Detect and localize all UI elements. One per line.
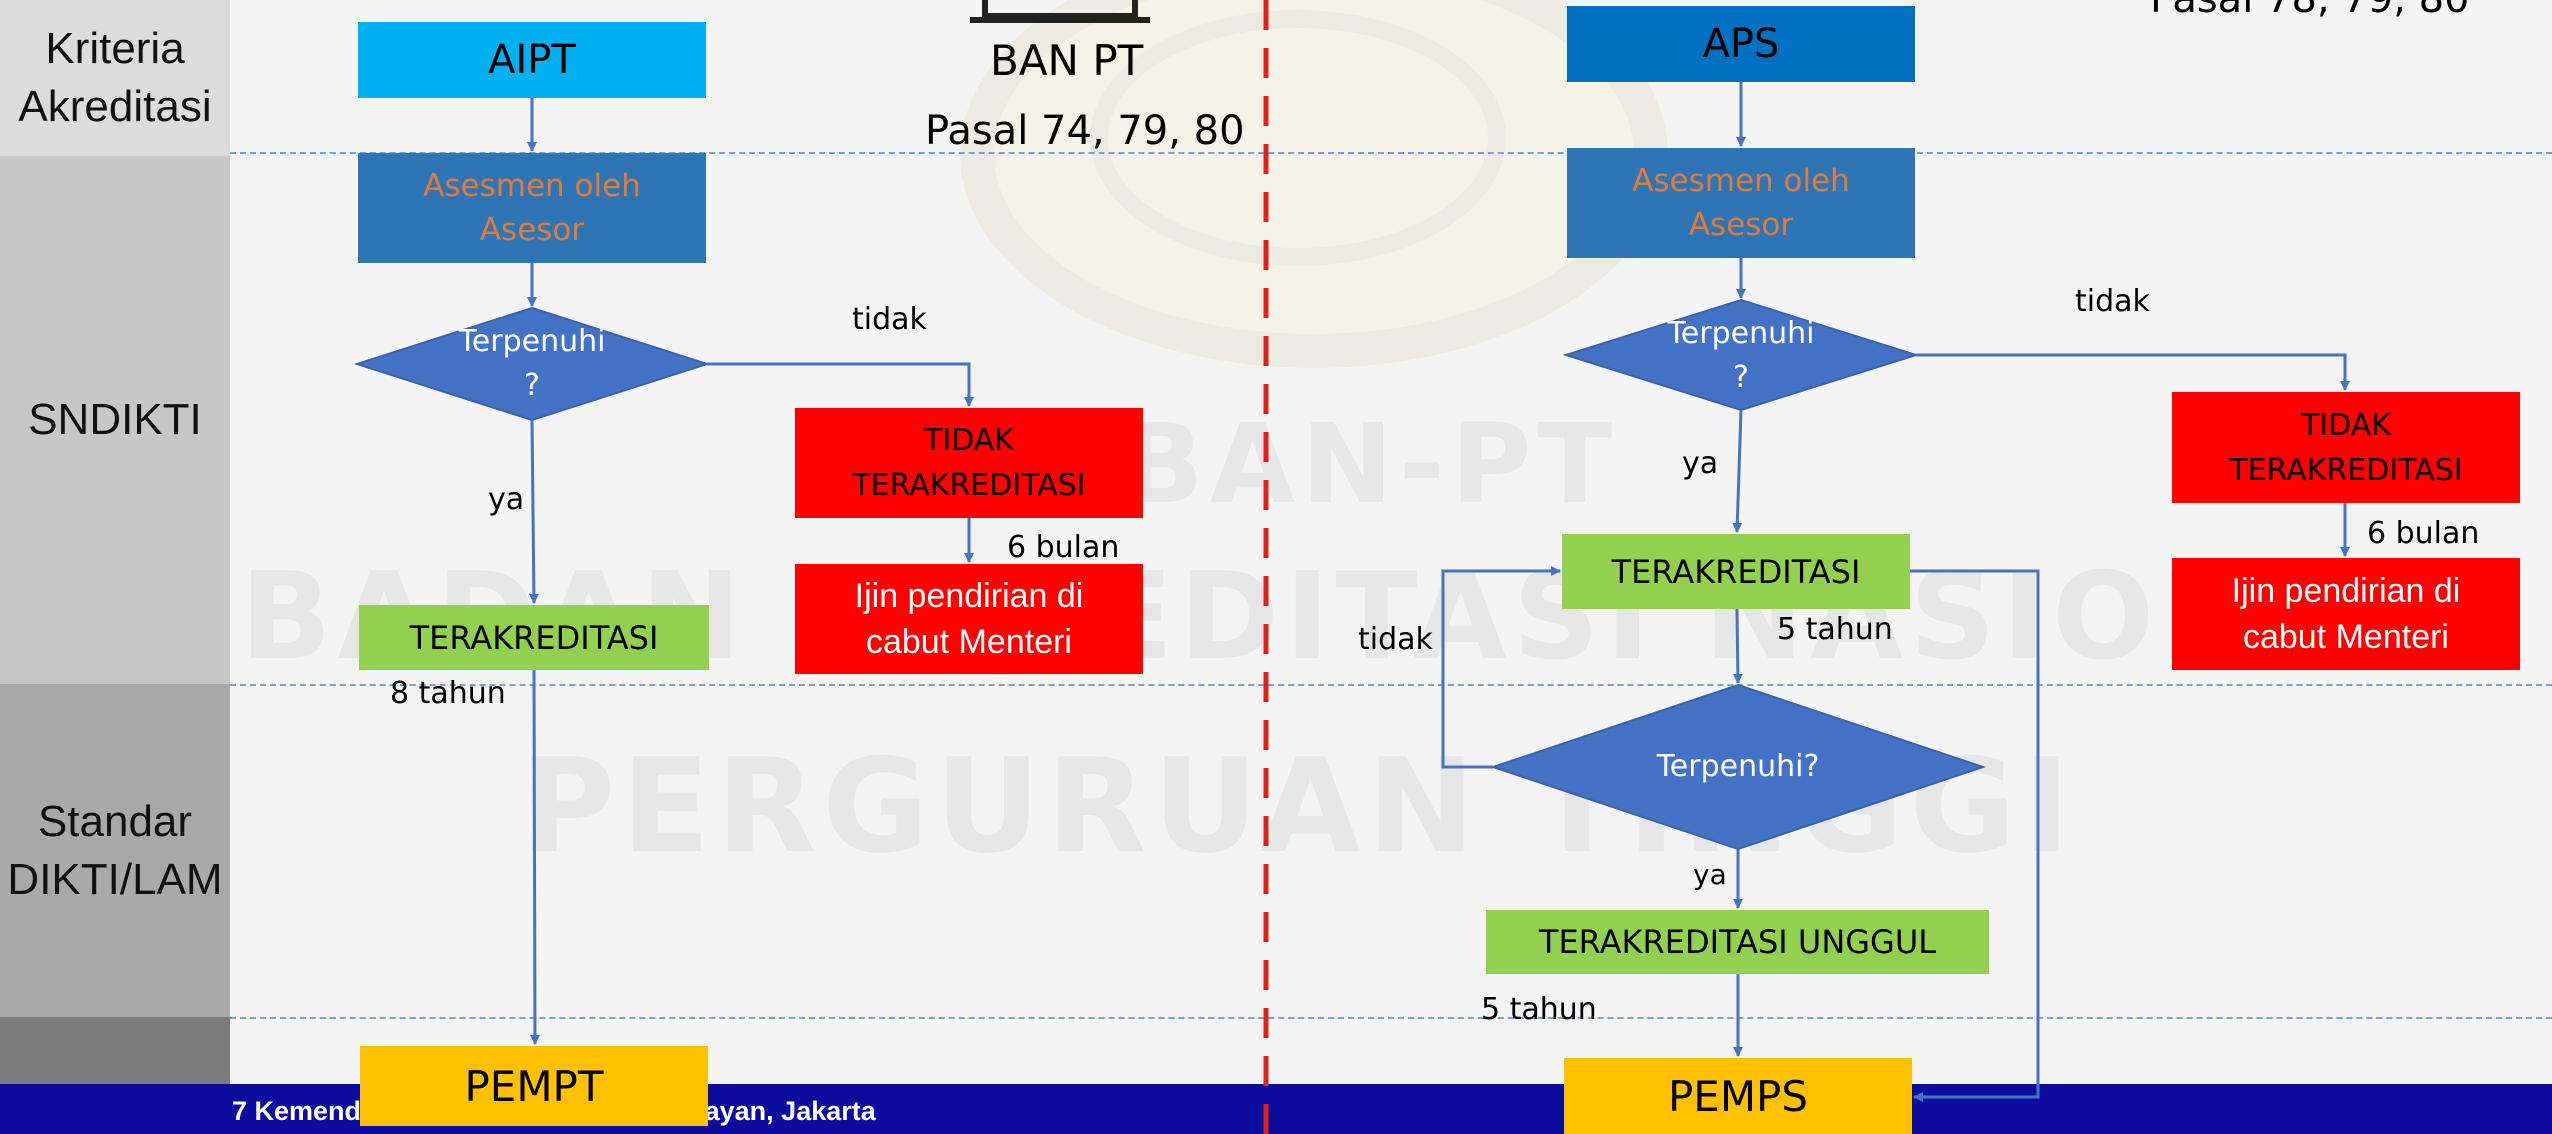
- arrow-decision-right-no: [1916, 353, 2350, 391]
- arrow-decision-left-yes: [528, 419, 539, 604]
- arrow-decision2-no-loop: [1441, 566, 1561, 769]
- accredited-box-left: TERAKREDITASI: [359, 605, 709, 670]
- period-5-years-excellent: 5 tahun: [1481, 992, 1597, 1027]
- not-accredited-box-left: TIDAK TERAKREDITASI: [795, 408, 1143, 518]
- period-6-months-left: 6 bulan: [1007, 530, 1120, 565]
- aipt-box: AIPT: [358, 22, 706, 98]
- row-label-sndikti: SNDIKTI: [0, 156, 230, 684]
- arrow-accredited-to-decision2: [1732, 608, 1743, 684]
- yes-label-right: ya: [1682, 446, 1719, 481]
- pasal-center-label: Pasal 74, 79, 80: [925, 108, 1245, 154]
- license-revoked-box-left: Ijin pendirian di cabut Menteri: [795, 564, 1143, 674]
- decision2-label: Terpenuhi?: [1656, 749, 1820, 784]
- row-label-kriteria: Kriteria Akreditasi: [0, 0, 230, 156]
- row-label-standar: Standar DIKTI/LAM: [0, 684, 230, 1017]
- period-8-years-left: 8 tahun: [390, 676, 506, 711]
- aps-box: APS: [1567, 6, 1915, 82]
- ban-pt-label: BAN PT: [990, 36, 1144, 85]
- row-separator: [230, 1017, 2552, 1019]
- decision2-no-label: tidak: [1358, 622, 1433, 657]
- pasal-right-label: Pasal 78, 79, 80: [2150, 0, 2470, 22]
- no-label-left: tidak: [852, 302, 927, 337]
- decision-label-right: Terpenuhi ?: [1667, 316, 1815, 395]
- excellent-accredited-box: TERAKREDITASI UNGGUL: [1486, 910, 1989, 974]
- row-separator: [230, 684, 2552, 686]
- arrow-decision-left-no: [707, 362, 974, 407]
- pemps-box: PEMPS: [1564, 1058, 1912, 1134]
- accredited-box-right: TERAKREDITASI: [1562, 534, 1910, 609]
- podium-icon: [970, 0, 1150, 23]
- decision2-yes-label: ya: [1693, 858, 1727, 891]
- assessment-box-left: Asesmen oleh Asesor: [358, 153, 706, 263]
- yes-label-left: ya: [488, 482, 525, 517]
- assessment-box-right: Asesmen oleh Asesor: [1567, 148, 1915, 258]
- arrow-accredited-to-pemps: [1910, 569, 2040, 1102]
- no-label-right: tidak: [2075, 284, 2150, 319]
- row-separator: [230, 152, 2552, 154]
- period-6-months-right: 6 bulan: [2367, 516, 2480, 551]
- watermark-logo-text: BAN-PT: [1120, 400, 1619, 528]
- license-revoked-box-right: Ijin pendirian di cabut Menteri: [2172, 558, 2520, 670]
- arrow-accredited-to-pempt: [529, 669, 540, 1045]
- decision-label-left: Terpenuhi ?: [458, 324, 606, 403]
- arrow-decision-right-yes: [1732, 409, 1743, 533]
- pempt-box: PEMPT: [360, 1046, 708, 1126]
- not-accredited-box-right: TIDAK TERAKREDITASI: [2172, 392, 2520, 503]
- period-5-years-right: 5 tahun: [1777, 612, 1893, 647]
